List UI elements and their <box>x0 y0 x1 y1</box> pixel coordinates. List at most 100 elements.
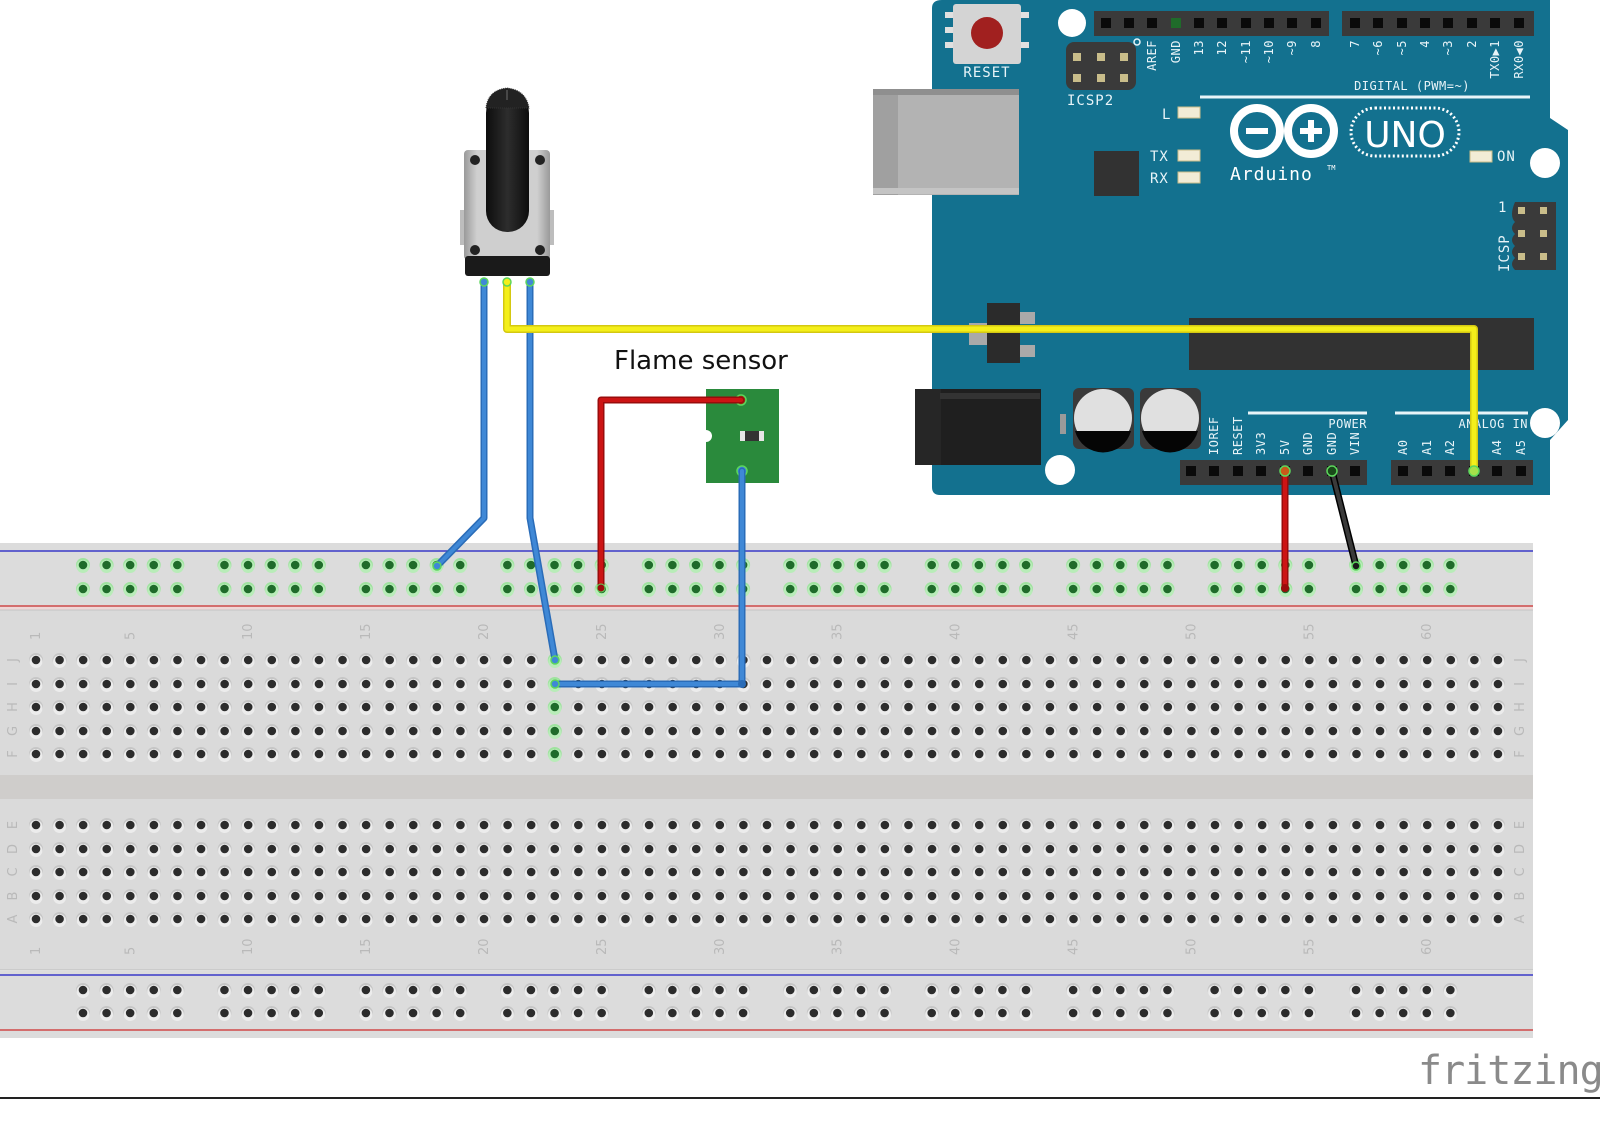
breadboard-hole[interactable] <box>311 842 326 857</box>
rail-hole[interactable] <box>971 582 986 597</box>
rail-hole[interactable] <box>264 582 279 597</box>
breadboard-hole[interactable] <box>1160 677 1175 692</box>
rail-hole[interactable] <box>1372 1006 1387 1021</box>
rail-hole[interactable] <box>217 558 232 573</box>
rail-hole[interactable] <box>995 558 1010 573</box>
breadboard-hole[interactable] <box>1349 653 1364 668</box>
rail-hole[interactable] <box>146 582 161 597</box>
breadboard-hole[interactable] <box>1490 700 1505 715</box>
breadboard-hole[interactable] <box>170 842 185 857</box>
breadboard-hole[interactable] <box>1349 818 1364 833</box>
breadboard-hole[interactable] <box>1231 912 1246 927</box>
breadboard-hole[interactable] <box>477 747 492 762</box>
breadboard-hole[interactable] <box>99 653 114 668</box>
breadboard-hole[interactable] <box>925 653 940 668</box>
breadboard-hole[interactable] <box>972 653 987 668</box>
breadboard-hole[interactable] <box>429 865 444 880</box>
breadboard-hole[interactable] <box>1420 677 1435 692</box>
rail-hole[interactable] <box>806 1006 821 1021</box>
breadboard-hole[interactable] <box>759 842 774 857</box>
rail-hole[interactable] <box>382 983 397 998</box>
breadboard-hole[interactable] <box>76 889 91 904</box>
breadboard-hole[interactable] <box>830 889 845 904</box>
breadboard-hole[interactable] <box>1231 724 1246 739</box>
breadboard-hole[interactable] <box>29 747 43 762</box>
rail-hole[interactable] <box>170 582 185 597</box>
breadboard-hole[interactable] <box>1302 747 1317 762</box>
breadboard-hole[interactable] <box>877 842 892 857</box>
rail-hole[interactable] <box>241 558 256 573</box>
breadboard-hole[interactable] <box>76 842 91 857</box>
breadboard-hole[interactable] <box>146 889 161 904</box>
breadboard-hole[interactable] <box>311 677 326 692</box>
digital-pin[interactable] <box>1490 18 1500 28</box>
breadboard-hole[interactable] <box>925 700 940 715</box>
breadboard-hole[interactable] <box>1396 724 1411 739</box>
breadboard-hole[interactable] <box>1325 700 1340 715</box>
breadboard-hole[interactable] <box>1443 747 1458 762</box>
rail-hole[interactable] <box>1443 1006 1458 1021</box>
breadboard-hole[interactable] <box>1137 724 1152 739</box>
breadboard-hole[interactable] <box>311 724 326 739</box>
breadboard-hole[interactable] <box>500 842 515 857</box>
rail-hole[interactable] <box>99 1006 114 1021</box>
breadboard-hole[interactable] <box>359 818 374 833</box>
breadboard-hole[interactable] <box>406 653 421 668</box>
breadboard-hole[interactable] <box>1325 889 1340 904</box>
breadboard-hole[interactable] <box>359 677 374 692</box>
breadboard-hole[interactable] <box>524 677 539 692</box>
breadboard-hole[interactable] <box>1066 912 1081 927</box>
breadboard-hole[interactable] <box>1208 653 1222 668</box>
rail-hole[interactable] <box>429 983 444 998</box>
breadboard-hole[interactable] <box>264 912 279 927</box>
breadboard-hole[interactable] <box>1302 842 1317 857</box>
breadboard-hole[interactable] <box>429 889 444 904</box>
breadboard-hole[interactable] <box>146 653 161 668</box>
breadboard-hole[interactable] <box>1467 889 1482 904</box>
breadboard-hole[interactable] <box>76 818 91 833</box>
breadboard-hole[interactable] <box>500 724 515 739</box>
breadboard-hole[interactable] <box>311 889 326 904</box>
breadboard-hole[interactable] <box>712 818 727 833</box>
breadboard-hole[interactable] <box>335 653 350 668</box>
breadboard-hole[interactable] <box>1208 700 1222 715</box>
breadboard-hole[interactable] <box>524 653 539 668</box>
breadboard-hole[interactable] <box>406 889 421 904</box>
breadboard-hole[interactable] <box>76 653 91 668</box>
breadboard-hole[interactable] <box>382 842 397 857</box>
breadboard-hole[interactable] <box>453 677 468 692</box>
breadboard-hole[interactable] <box>382 747 397 762</box>
breadboard-hole[interactable] <box>1278 677 1293 692</box>
breadboard-hole[interactable] <box>547 818 562 833</box>
breadboard-hole[interactable] <box>382 700 397 715</box>
breadboard-hole[interactable] <box>52 889 67 904</box>
analog-pin[interactable] <box>1492 466 1502 476</box>
breadboard-hole[interactable] <box>1208 677 1222 692</box>
rail-hole[interactable] <box>877 1006 892 1021</box>
breadboard-hole[interactable] <box>477 889 492 904</box>
rail-hole[interactable] <box>76 558 90 573</box>
rail-hole[interactable] <box>1372 983 1387 998</box>
rail-hole[interactable] <box>1207 558 1222 573</box>
breadboard-hole[interactable] <box>1113 842 1128 857</box>
breadboard-hole[interactable] <box>830 747 845 762</box>
breadboard-hole[interactable] <box>736 842 751 857</box>
breadboard-hole[interactable] <box>1019 912 1034 927</box>
breadboard-hole[interactable] <box>1490 912 1505 927</box>
breadboard-hole[interactable] <box>1137 700 1152 715</box>
rail-hole[interactable] <box>1136 1006 1151 1021</box>
breadboard-hole[interactable] <box>1160 912 1175 927</box>
breadboard-hole[interactable] <box>1420 700 1435 715</box>
breadboard-hole[interactable] <box>194 700 209 715</box>
breadboard-hole[interactable] <box>925 677 940 692</box>
breadboard-hole[interactable] <box>1113 747 1128 762</box>
breadboard-hole[interactable] <box>642 842 657 857</box>
breadboard-hole[interactable] <box>217 747 232 762</box>
breadboard-hole[interactable] <box>594 842 609 857</box>
breadboard-hole[interactable] <box>1467 912 1482 927</box>
breadboard-hole[interactable] <box>901 889 916 904</box>
breadboard-hole[interactable] <box>1160 700 1175 715</box>
breadboard-hole[interactable] <box>146 818 161 833</box>
breadboard-hole[interactable] <box>500 865 515 880</box>
breadboard-hole[interactable] <box>1443 842 1458 857</box>
